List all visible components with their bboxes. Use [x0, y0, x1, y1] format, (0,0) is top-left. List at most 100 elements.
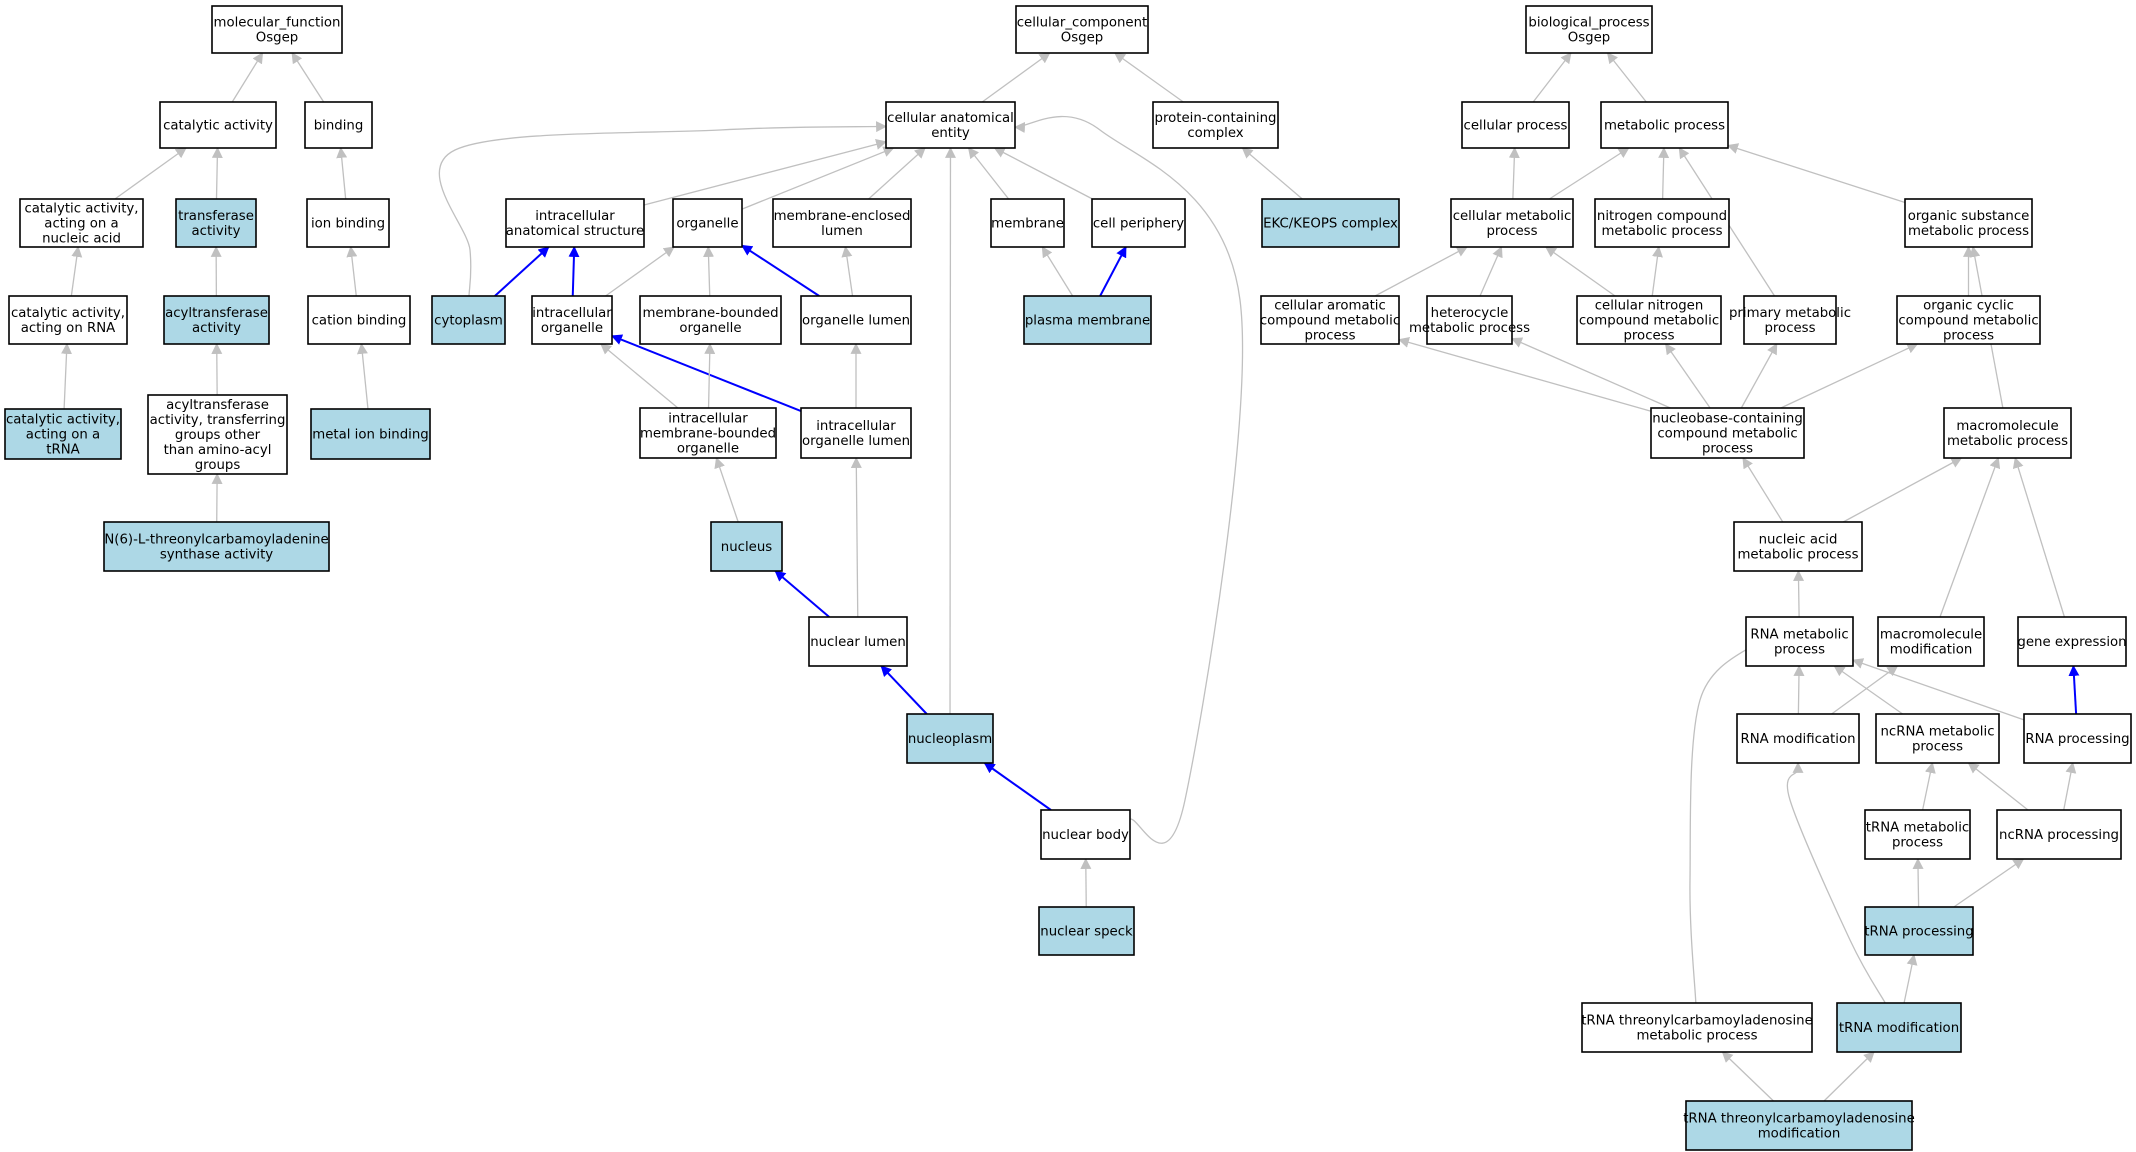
node-cation-binding[interactable]: cation binding: [307, 295, 411, 345]
node-label-line: metabolic process: [1604, 119, 1725, 134]
node-box: [1038, 906, 1135, 956]
node-nucleus[interactable]: nucleus: [710, 521, 783, 572]
node-label-line: macromolecule: [1956, 419, 2058, 434]
node-metal-ion[interactable]: metal ion binding: [310, 408, 431, 460]
node-rp[interactable]: RNA processing: [2023, 713, 2132, 764]
node-ion-binding[interactable]: ion binding: [306, 198, 390, 248]
edge-cellular-process-to-bp-root: [1532, 52, 1572, 103]
edge-io-to-organelle: [605, 246, 675, 297]
edge-trp-to-trmp: [1912, 857, 1924, 908]
edge-rp-to-rmp: [1851, 658, 2025, 721]
node-label-line: cellular_component: [1017, 16, 1148, 31]
node-label-line: Osgep: [256, 31, 298, 46]
edge-ncmp-to-metabolic-process: [1658, 146, 1670, 200]
node-binding[interactable]: binding: [304, 101, 373, 149]
node-membrane[interactable]: membrane: [990, 198, 1065, 248]
node-label-line: groups other: [175, 428, 261, 443]
node-label-line: nucleoplasm: [908, 732, 992, 747]
node-trp[interactable]: tRNA processing: [1864, 906, 1974, 956]
edge-ncrp-to-ncrmp: [1967, 762, 2029, 811]
node-label-line: molecular_function: [214, 16, 341, 31]
node-box: [1736, 713, 1860, 764]
node-rm[interactable]: RNA modification: [1736, 713, 1860, 764]
node-ekc[interactable]: EKC/KEOPS complex: [1261, 198, 1400, 248]
edge-ttm-to-trm: [1823, 1051, 1875, 1102]
node-ttmp[interactable]: tRNA threonylcarbamoyladenosinemetabolic…: [1581, 1002, 1813, 1053]
node-cell-periphery[interactable]: cell periphery: [1091, 198, 1186, 248]
edge-trm-to-rm: [1786, 761, 1886, 1004]
edge-organelle-to-cae: [741, 146, 895, 210]
edge-nbccmp-to-hmp: [1510, 337, 1671, 409]
node-ol[interactable]: organelle lumen: [800, 295, 912, 345]
node-cellular-process[interactable]: cellular process: [1461, 101, 1570, 149]
node-label-line: acting on a: [44, 217, 118, 232]
node-cytoplasm[interactable]: cytoplasm: [431, 295, 506, 345]
node-nuclear-speck[interactable]: nuclear speck: [1038, 906, 1135, 956]
node-ncrp[interactable]: ncRNA processing: [1996, 809, 2122, 860]
node-nucleoplasm[interactable]: nucleoplasm: [906, 713, 994, 764]
edge-io-to-ias: [568, 245, 580, 297]
node-plasma-membrane[interactable]: plasma membrane: [1023, 295, 1152, 345]
edge-hmp-to-cmp: [1479, 245, 1503, 297]
node-metabolic-process[interactable]: metabolic process: [1600, 101, 1729, 149]
node-trm[interactable]: tRNA modification: [1836, 1002, 1962, 1053]
node-nuclear-lumen[interactable]: nuclear lumen: [808, 616, 908, 667]
node-nuclear-body[interactable]: nuclear body: [1040, 809, 1131, 860]
node-box: [505, 198, 645, 248]
node-box: [1836, 1002, 1962, 1053]
node-ge[interactable]: gene expression: [2017, 616, 2127, 667]
node-label-line: process: [1892, 836, 1943, 851]
edge-mm-to-mmp: [1939, 456, 2001, 618]
node-organelle[interactable]: organelle: [672, 198, 743, 248]
node-label-line: binding: [314, 119, 364, 134]
node-cat-rna[interactable]: catalytic activity,acting on RNA: [8, 295, 128, 345]
node-n6-synthase[interactable]: N(6)-L-threonylcarbamoyladeninesynthase …: [103, 521, 330, 572]
node-catalytic-activity[interactable]: catalytic activity: [159, 101, 277, 149]
node-box: [103, 521, 330, 572]
node-label-line: synthase activity: [160, 548, 273, 563]
node-label-line: metabolic process: [1409, 321, 1530, 336]
node-label-line: EKC/KEOPS complex: [1263, 217, 1398, 232]
node-label-line: membrane-bounded: [640, 427, 776, 442]
node-label-line: RNA processing: [2025, 732, 2129, 747]
edge-iol-to-io: [610, 334, 802, 413]
node-box: [772, 198, 912, 248]
node-label-line: cation binding: [312, 314, 407, 329]
node-box: [639, 295, 782, 345]
node-box: [1261, 198, 1400, 248]
node-ttm[interactable]: tRNA threonylcarbamoyladenosinemodificat…: [1683, 1100, 1915, 1151]
node-box: [306, 198, 390, 248]
